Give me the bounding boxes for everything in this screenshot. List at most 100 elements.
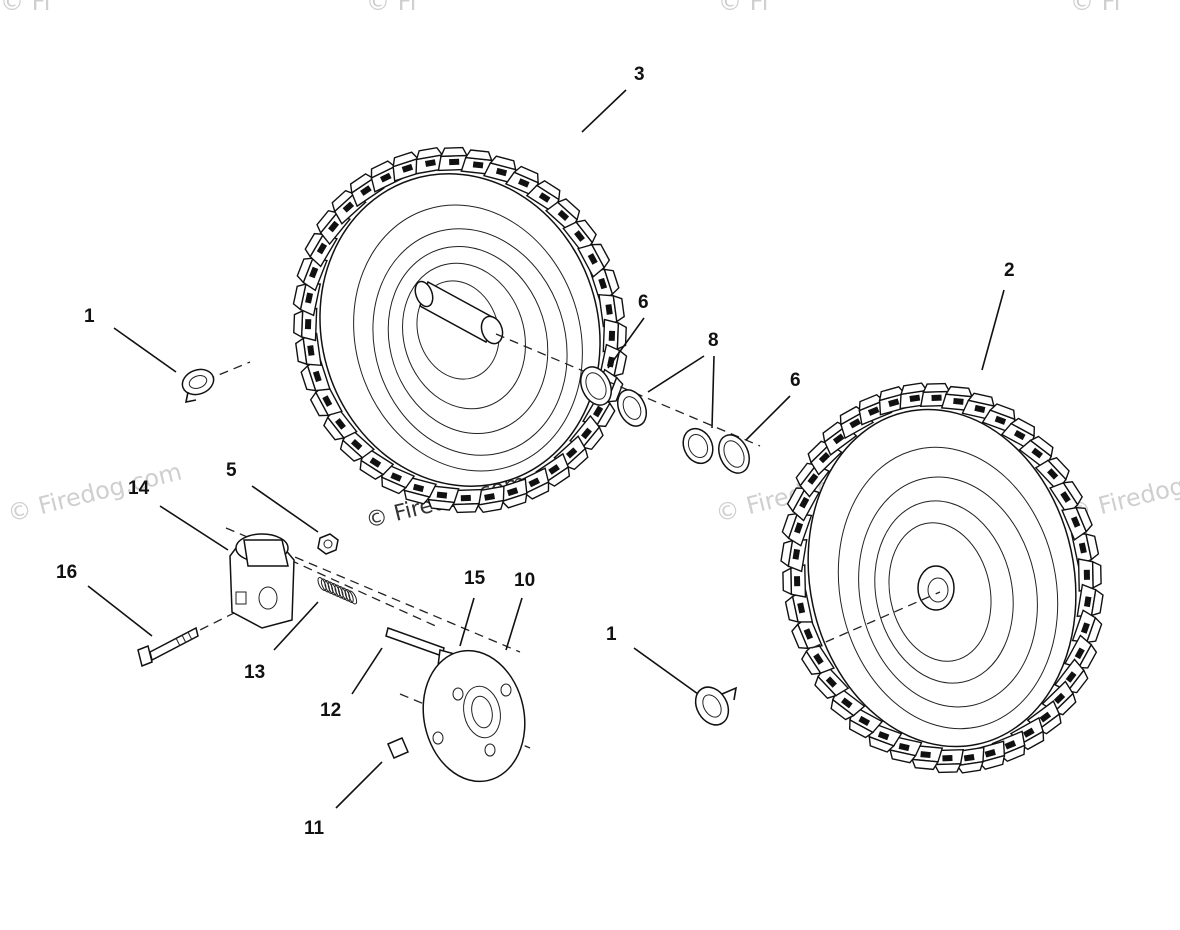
spring-coil — [348, 590, 358, 605]
axis-right-pin — [811, 591, 941, 649]
tread-lug — [598, 293, 625, 328]
leader-14 — [159, 505, 229, 551]
wheel-assembly-right — [780, 382, 1104, 774]
leader-1-right — [633, 647, 699, 695]
tread-lug — [323, 405, 358, 441]
leader-2 — [981, 289, 1005, 371]
axle-left-end — [414, 280, 434, 308]
leader-15 — [459, 597, 475, 647]
axis-hub — [399, 693, 531, 749]
tread-lug — [293, 307, 318, 342]
tire-sidewall-left — [319, 173, 601, 487]
axis-spring — [289, 559, 441, 629]
rim-ring-right — [858, 476, 1038, 708]
tread-lug — [295, 332, 322, 367]
callout-5: 5 — [226, 460, 237, 481]
tread-lug — [598, 343, 628, 377]
tread-lug — [1076, 583, 1104, 617]
washer-6-b — [718, 434, 750, 474]
leader-6-b — [745, 395, 791, 441]
tread-lug — [1053, 658, 1089, 694]
tread-lug — [403, 475, 438, 505]
tread-lug — [1070, 533, 1100, 567]
watermark-top-3: © Fi — [718, 0, 768, 16]
leader-13 — [273, 601, 319, 651]
tread-lug — [801, 640, 835, 675]
hub-bore-right — [917, 565, 955, 611]
watermark-top-4: © Fi — [1070, 0, 1120, 16]
tread-lug — [545, 198, 581, 234]
hairpin-clip-left — [181, 368, 215, 404]
rim-ring-right-2 — [874, 500, 1014, 684]
rim-ring-left — [372, 228, 568, 456]
callout-1-right: 1 — [606, 624, 617, 645]
leader-6-a — [607, 317, 645, 369]
leader-11 — [335, 761, 383, 809]
tread-lug — [1034, 457, 1070, 493]
callout-8: 8 — [708, 330, 719, 351]
tread-lug — [981, 403, 1016, 435]
watermark-left: © Firedog.com — [5, 457, 185, 527]
callout-11: 11 — [304, 818, 325, 839]
leader-1-left — [113, 327, 177, 373]
tire-lugs-left — [292, 146, 628, 514]
tread-lug — [868, 721, 903, 753]
callout-6-a: 6 — [638, 292, 649, 313]
leader-12 — [351, 647, 383, 695]
set-screw-11 — [387, 737, 409, 759]
axis-pin-left — [191, 361, 251, 387]
leader-5 — [251, 485, 319, 533]
tread-lug — [795, 462, 831, 498]
callout-12: 12 — [320, 700, 341, 721]
tread-lug — [784, 589, 814, 623]
tread-lug — [292, 283, 322, 317]
callout-3: 3 — [634, 64, 645, 85]
leader-8-spacer — [647, 355, 705, 393]
leader-lines — [87, 89, 1005, 809]
hub-ring-left — [416, 280, 500, 380]
tire-lugs-right — [780, 382, 1104, 774]
tread-lug — [482, 155, 517, 185]
washer-6-a — [580, 366, 612, 406]
spring-13 — [317, 577, 358, 605]
callout-6-b: 6 — [790, 370, 801, 391]
rim-ring-left-2 — [387, 245, 549, 435]
callout-1-left: 1 — [84, 306, 95, 327]
spacer-8 — [616, 389, 648, 427]
rim-outer-right — [837, 446, 1059, 730]
pin-12 — [385, 627, 445, 657]
hub-bore-right-inner — [927, 577, 949, 603]
tread-lug — [460, 149, 494, 176]
watermark-top-2: © Fi — [366, 0, 416, 16]
leader-8-ring — [711, 355, 715, 429]
tread-lug — [961, 392, 995, 422]
tread-lug — [1077, 558, 1102, 592]
hub-flange-10 — [422, 649, 526, 783]
tread-lug — [782, 564, 807, 598]
nut-5 — [317, 533, 339, 555]
callout-labels: 1 3 2 6 8 6 1 5 14 16 13 12 15 10 11 — [56, 64, 1015, 839]
rim-outer-left — [353, 204, 583, 472]
tread-lug — [1061, 506, 1093, 541]
tread-lug — [589, 268, 620, 303]
tread-lug — [426, 484, 460, 511]
callout-16: 16 — [56, 562, 77, 583]
tread-lug — [814, 663, 850, 699]
tread-lug — [381, 462, 416, 495]
bracket-14 — [229, 533, 295, 629]
callout-15: 15 — [464, 568, 486, 589]
watermark-top-1: © Fi — [0, 0, 50, 16]
leader-10 — [505, 597, 523, 651]
axle-left-tip — [480, 315, 504, 345]
leader-16 — [87, 585, 153, 637]
callout-10: 10 — [514, 570, 535, 591]
wheel-assembly-left — [292, 146, 628, 514]
bolt-16 — [137, 626, 199, 668]
tread-lug — [562, 219, 597, 255]
tread-lug — [1018, 435, 1054, 471]
tread-lug — [437, 146, 472, 172]
rim-ring-right-3 — [888, 522, 992, 662]
leader-3 — [581, 89, 627, 133]
callout-2: 2 — [1004, 260, 1015, 281]
